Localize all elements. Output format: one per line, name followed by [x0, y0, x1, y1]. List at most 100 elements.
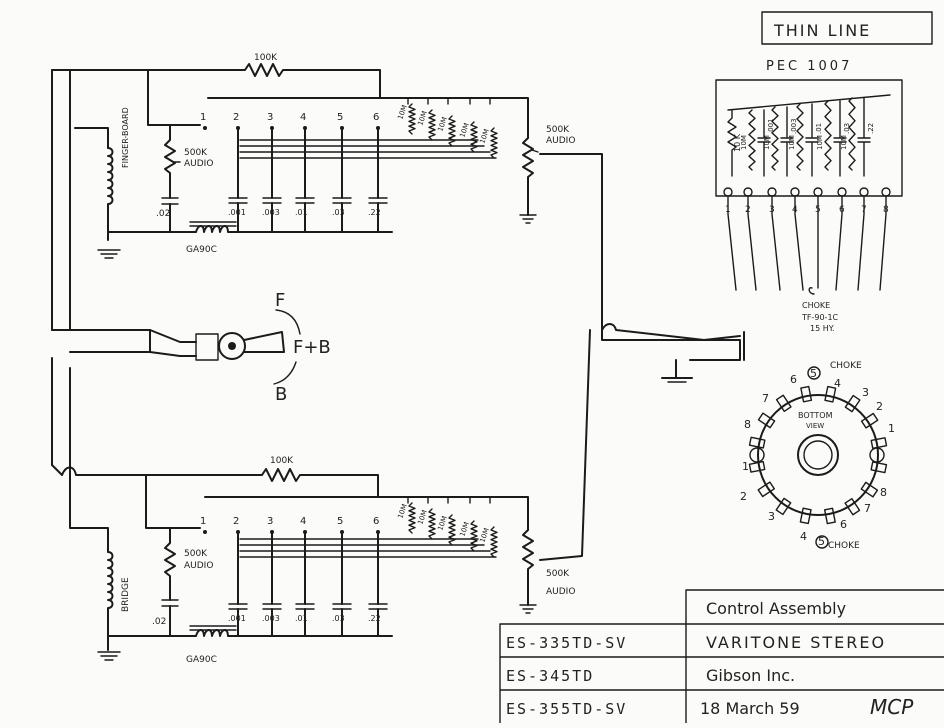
cap-label-bridge_circuit-1: .001: [228, 614, 246, 623]
position-fingerboard_circuit-4: 4: [300, 112, 306, 123]
cap-label-bridge_circuit-4: .03: [332, 614, 345, 623]
volume-pot-label-top-1: 500K: [546, 125, 570, 135]
tone-pot-label-top-2: AUDIO: [184, 159, 213, 169]
pec-pin-1: [723, 187, 733, 197]
pec-rlabel-3: 10M: [816, 135, 824, 150]
resistor-fingerboard_circuit-2: [448, 115, 456, 147]
volume-pot-label-bottom-1: 500K: [546, 569, 570, 579]
pec-10k-label: 10 K: [733, 133, 742, 152]
cap-label-fingerboard_circuit-4: .03: [332, 208, 345, 217]
tb-model-3: ES-355TD-SV: [506, 700, 627, 718]
rotary-lug-0: [824, 385, 837, 403]
tb-heading: Control Assembly: [706, 599, 846, 618]
resistor-fingerboard_circuit-4: [490, 127, 498, 159]
position-bridge_circuit-4: 4: [300, 516, 306, 527]
tb-model-1: ES-335TD-SV: [506, 634, 627, 652]
rotary-lug-6: [844, 497, 861, 516]
rotary-top-num-4: 2: [876, 400, 883, 413]
rotary-bottom-num-3: 4: [800, 530, 807, 543]
fingerboard-circuit: 100K FINGER-BOARD 500K AUDIO .02 GA90C 1…: [51, 53, 603, 331]
pec-module: PEC 1007 10M.00110M.00310M.0110M.0310M.2…: [715, 59, 903, 333]
pec-rlabel-4: 10M: [840, 135, 848, 150]
position-fingerboard_circuit-3: 3: [267, 112, 273, 123]
pec-clabel-3: .03: [843, 123, 851, 134]
resistor-label-bridge_circuit-4: 10M: [478, 527, 491, 544]
pec-resistor-2: [796, 103, 804, 171]
position-fingerboard_circuit-6: 6: [373, 112, 379, 123]
cap-label-fingerboard_circuit-3: .01: [295, 208, 308, 217]
position-bridge_circuit-6: 6: [373, 516, 379, 527]
choke-label-2: TF-90-1C: [801, 313, 839, 322]
pec-lead-3: [771, 195, 781, 291]
page-title: THIN LINE: [773, 21, 871, 40]
rotary-top-num-5: 1: [888, 422, 895, 435]
pec-resistor-1: [771, 106, 779, 171]
selector-down-label: B: [275, 384, 287, 405]
cap-02-label-top: .02: [156, 209, 170, 219]
rotary-lug-3: [870, 437, 888, 450]
selector-up-label: F: [275, 290, 285, 311]
rotary-bottom-num-6: 7: [864, 502, 871, 515]
tb-product: VARITONE STEREO: [706, 633, 886, 652]
resistor-label-bridge_circuit-1: 10M: [416, 509, 429, 526]
pec-capacitor-1: [780, 106, 794, 177]
pec-lead-8: [879, 195, 887, 291]
pec-pin-5: [813, 187, 823, 197]
pec-lead-6: [835, 195, 843, 291]
pec-clabel-4: .22: [867, 123, 875, 134]
pickup-label-fingerboard: FINGER-BOARD: [121, 107, 130, 168]
tb-model-2: ES-345TD: [506, 667, 594, 685]
bottom-view-label-2: VIEW: [806, 422, 824, 430]
resistor-label-bridge_circuit-0: 10M: [396, 503, 409, 520]
cap-label-fingerboard_circuit-2: .003: [262, 208, 280, 217]
rotary-lug-8: [799, 507, 812, 525]
resistor-label-fingerboard_circuit-3: 10M: [458, 122, 471, 139]
rotary-lug-1: [844, 394, 861, 413]
rotary-lug-15: [800, 385, 813, 403]
resistor-bridge_circuit-4: [490, 526, 498, 558]
tb-date: 18 March 59: [700, 699, 800, 718]
resistor-bridge_circuit-3: [470, 520, 478, 552]
pec-clabel-1: .003: [790, 118, 798, 134]
choke-top-label: CHOKE: [830, 361, 862, 371]
pec-lead-2: [747, 195, 757, 291]
pec-capacitor-4: [857, 97, 871, 177]
position-bridge_circuit-3: 3: [267, 516, 273, 527]
rotary-bottom-num-1: 2: [740, 490, 747, 503]
rotary-lug-9: [775, 497, 792, 516]
rotary-top-num-3: 3: [862, 386, 869, 399]
rotary-top-num-2: 4: [834, 377, 841, 390]
rotary-lug-12: [748, 436, 766, 449]
rotary-lug-7: [823, 507, 836, 525]
rotary-lug-4: [870, 461, 888, 474]
volume-pot-label-bottom-2: AUDIO: [546, 587, 575, 597]
choke-bottom: GA90C: [186, 655, 217, 665]
pec-pin-3: [767, 187, 777, 197]
bottom-view-label-1: BOTTOM: [798, 411, 833, 420]
rotary-lug-14: [775, 394, 792, 413]
bottom-100k-label: 100K: [270, 456, 294, 466]
pec-lead-1: [727, 195, 737, 291]
rotary-lug-2: [860, 412, 879, 429]
resistor-label-bridge_circuit-3: 10M: [458, 521, 471, 538]
pec-pin-4: [790, 187, 800, 197]
rotary-top-num-1: 5: [810, 367, 817, 380]
rotary-lug-10: [757, 481, 775, 498]
cap-label-bridge_circuit-2: .003: [262, 614, 280, 623]
pec-lead-7: [857, 195, 865, 291]
pec-pin-7: [859, 187, 869, 197]
cap-label-bridge_circuit-5: .22: [368, 614, 381, 623]
title-box: THIN LINE: [761, 11, 933, 45]
cap-label-bridge_circuit-3: .01: [295, 614, 308, 623]
rotary-bottom-num-5: 6: [840, 518, 847, 531]
pec-resistor-4: [848, 97, 856, 171]
title-block: Control Assembly ES-335TD-SV ES-345TD ES…: [499, 589, 944, 724]
selector-middle-label: F+B: [293, 337, 331, 358]
choke-bottom-label: CHOKE: [828, 541, 860, 551]
terminal-bridge_circuit-1: [203, 530, 207, 534]
pec-clabel-0: .001: [767, 118, 775, 134]
